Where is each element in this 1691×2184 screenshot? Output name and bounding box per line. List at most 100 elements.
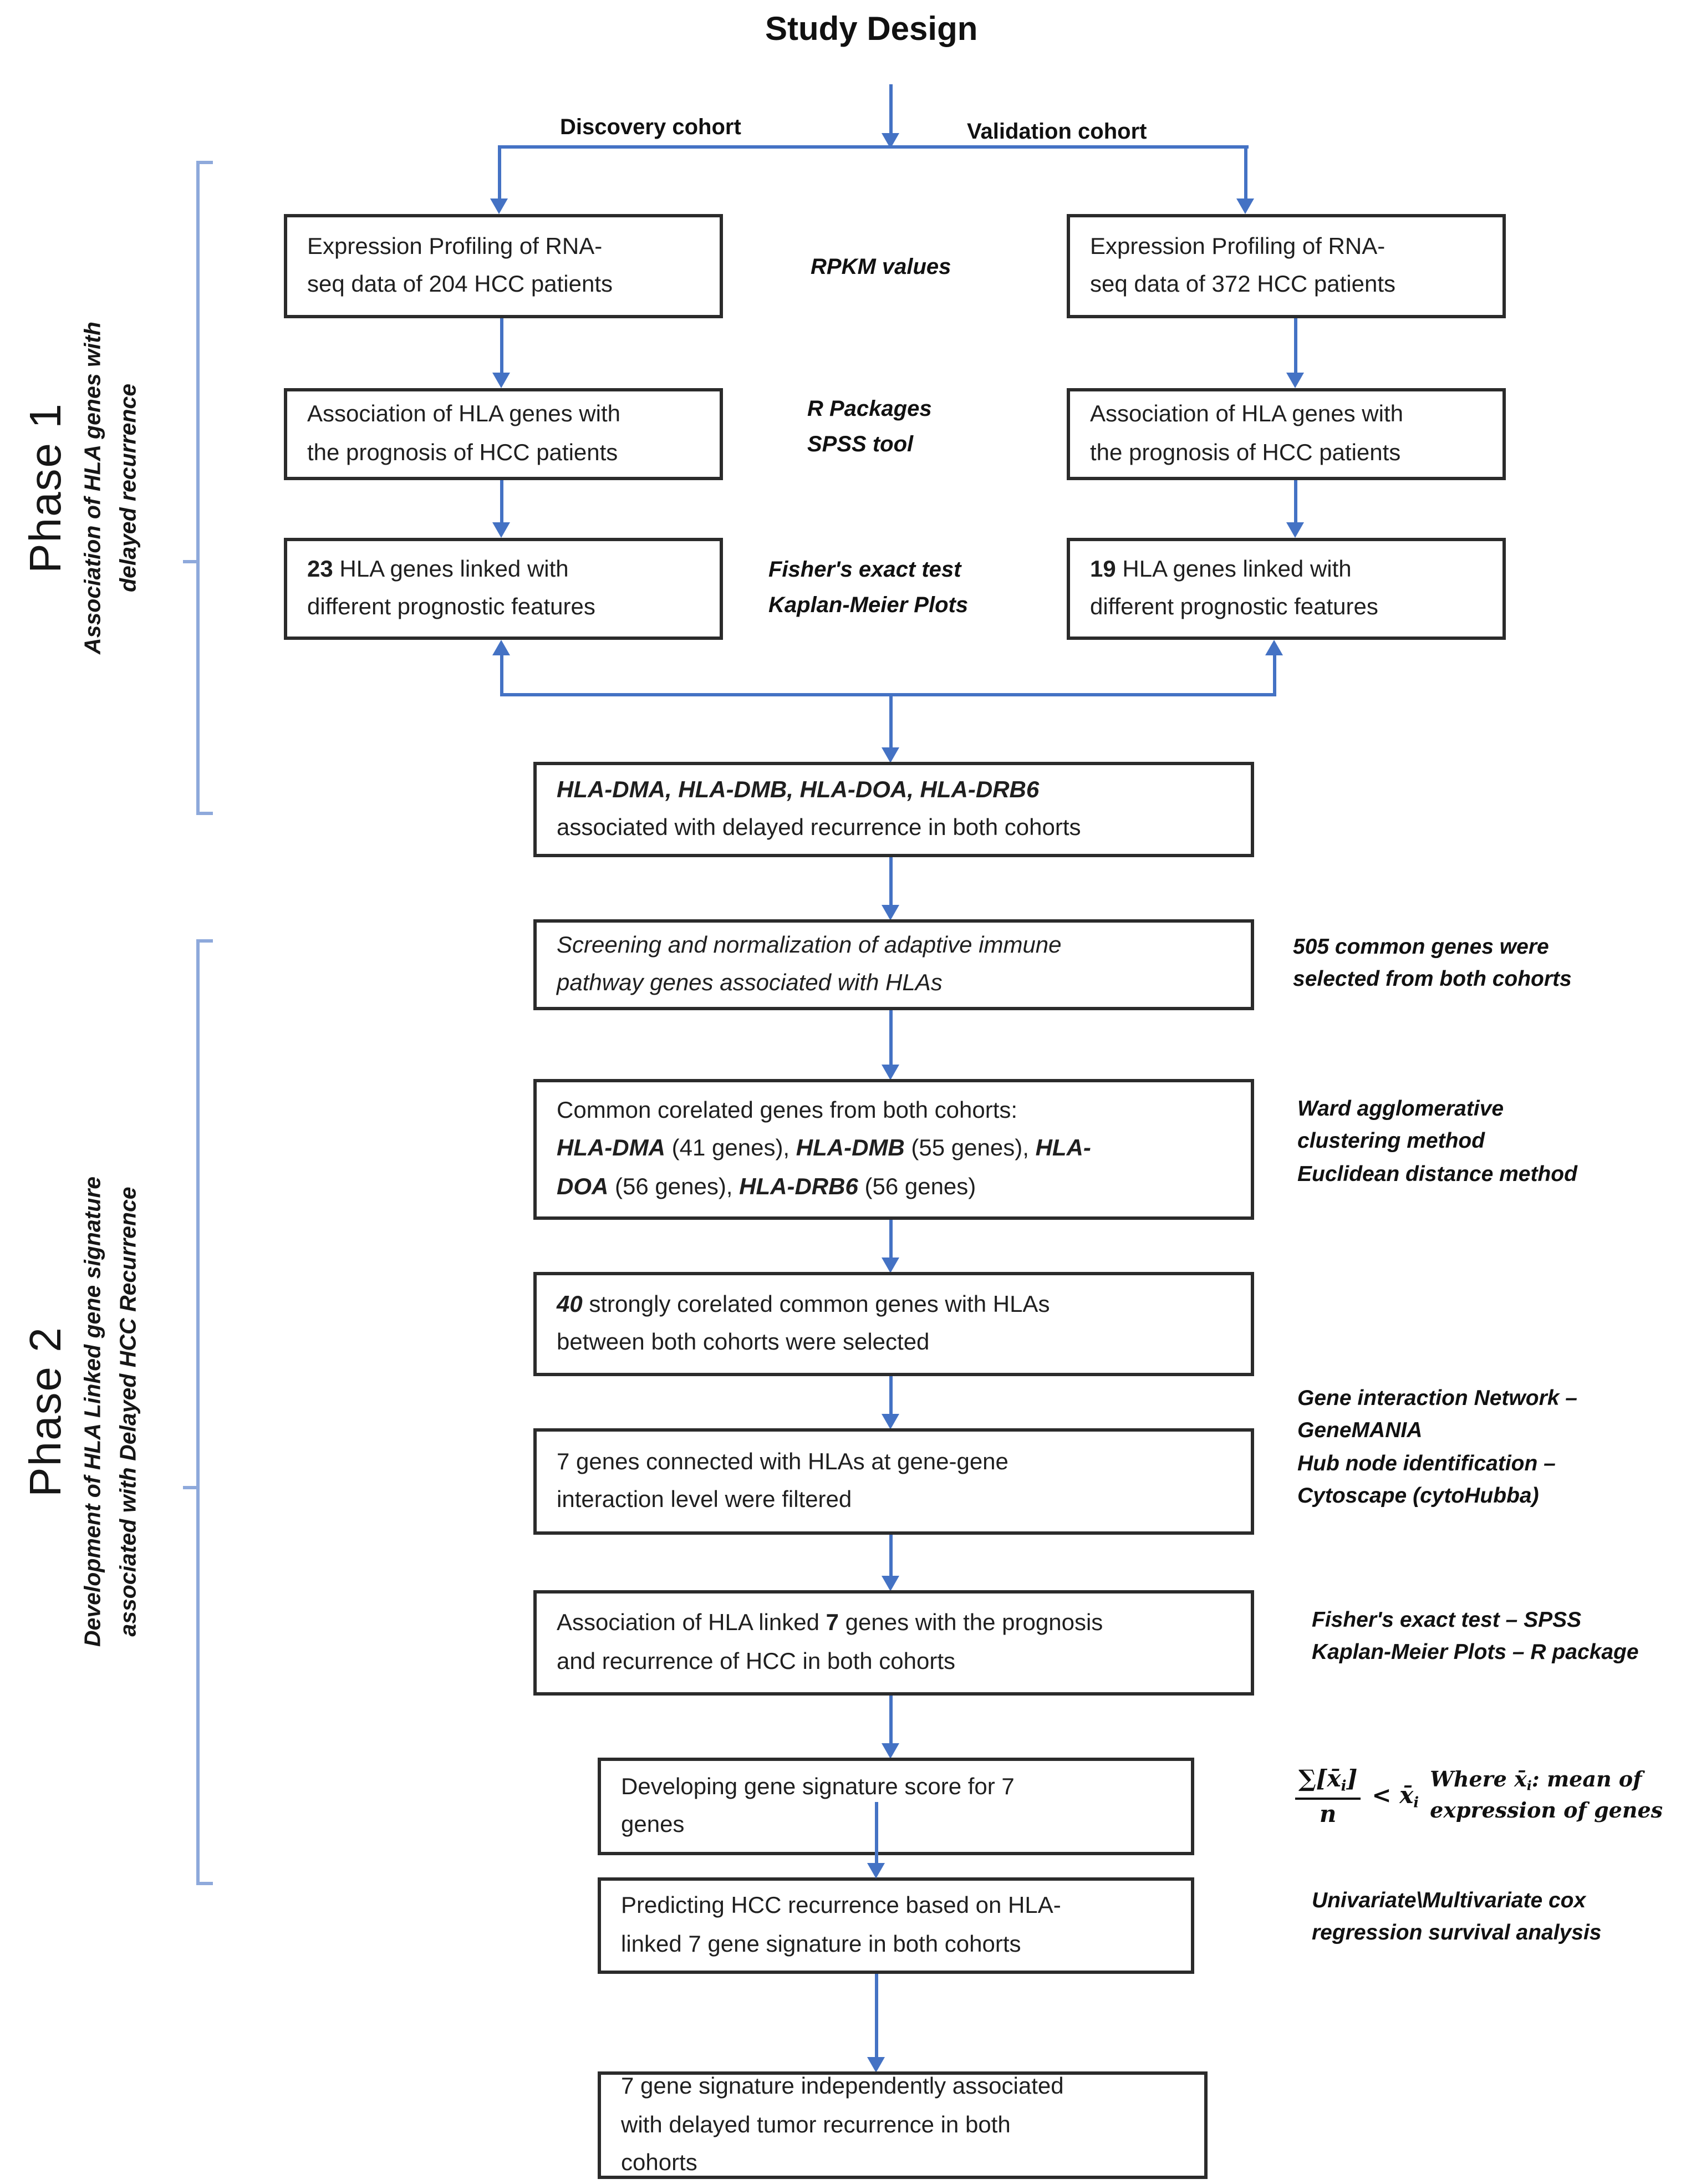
phase1-bracket-tick [183, 560, 196, 563]
box-text: and recurrence of HCC in both cohorts [557, 1648, 956, 1674]
connector-line [1294, 318, 1297, 375]
box-text: Association of HLA linked [557, 1610, 826, 1636]
box-text: with delayed tumor recurrence in both [621, 2112, 1011, 2137]
box-final-conclusion: 7 gene signature independently associate… [598, 2071, 1208, 2179]
formula-note-line: Where x̄i: mean of [1430, 1766, 1663, 1796]
gene-name: HLA- [1035, 1136, 1091, 1162]
connector-line [889, 693, 893, 750]
formula-note: Where x̄i: mean of expression of genes [1430, 1766, 1663, 1827]
phase2-bracket-cap [196, 939, 213, 943]
box-expression-validation: Expression Profiling of RNA- seq data of… [1067, 214, 1506, 318]
annotation-signature-formula: ∑[x̄i] n < x̄i Where x̄i: mean of expres… [1295, 1757, 1663, 1836]
box-text: genes [621, 1812, 685, 1837]
connector-line [889, 1376, 893, 1416]
box-text: Association of HLA linked 7 genes with t… [557, 1605, 1231, 1643]
box-text: associated with delayed recurrence in bo… [557, 815, 1081, 841]
tool-label-line: SPSS tool [807, 432, 914, 457]
phase1-bracket-cap [196, 161, 213, 164]
formula-text: : mean of [1531, 1768, 1642, 1793]
connector-line [500, 318, 503, 375]
phase2-bracket [196, 939, 200, 1885]
box-text: HLA genes linked with [333, 556, 569, 582]
box-text: HLA genes linked with [1116, 556, 1352, 582]
formula-text: ] [1346, 1764, 1358, 1792]
phase1-bracket-cap [196, 812, 213, 815]
connector-line [875, 1974, 878, 2059]
box-text: 7 gene signature independently associate… [621, 2074, 1064, 2100]
box-text: interaction level were filtered [557, 1487, 852, 1513]
gene-name: HLA-DMA [557, 1136, 665, 1162]
arrow-down-icon [1286, 522, 1304, 538]
box-association-7-genes: Association of HLA linked 7 genes with t… [533, 1590, 1254, 1696]
box-common-correlated-genes: Common corelated genes from both cohorts… [533, 1079, 1254, 1220]
annotation-line: clustering method [1297, 1129, 1485, 1154]
arrow-down-icon [882, 1258, 899, 1273]
box-text: between both cohorts were selected [557, 1330, 930, 1355]
arrow-down-icon [867, 2057, 885, 2073]
box-text: seq data of 372 HCC patients [1090, 272, 1396, 297]
box-19-hla-genes: 19 HLA genes linked with different progn… [1067, 538, 1506, 640]
annotation-ward-clustering: Ward agglomerative clustering method Euc… [1297, 1093, 1577, 1191]
box-association-validation: Association of HLA genes with the progno… [1067, 388, 1506, 480]
connector-line [889, 857, 893, 907]
box-text: (41 genes), [665, 1136, 796, 1162]
connector-line [875, 1802, 878, 1865]
annotation-line: regression survival analysis [1312, 1921, 1602, 1946]
arrow-down-icon [490, 198, 508, 214]
connector-line [889, 1535, 893, 1578]
box-predicting-recurrence: Predicting HCC recurrence based on HLA- … [598, 1877, 1194, 1974]
annotation-line: selected from both cohorts [1293, 967, 1572, 992]
box-text: HLA-DMA (41 genes), HLA-DMB (55 genes), … [557, 1131, 1231, 1168]
phase1-bracket [196, 161, 200, 815]
tool-label-r-spss: R Packages SPSS tool [807, 391, 932, 462]
box-text: cohorts [621, 2150, 697, 2176]
annotation-line: Fisher's exact test – SPSS [1312, 1608, 1582, 1632]
annotation-gene-network: Gene interaction Network – GeneMANIA Hub… [1297, 1383, 1577, 1513]
connector-line [500, 480, 503, 525]
box-merged-hla-genes: HLA-DMA, HLA-DMB, HLA-DOA, HLA-DRB6 asso… [533, 762, 1254, 857]
box-text: DOA (56 genes), HLA-DRB6 (56 genes) [557, 1168, 1231, 1206]
connector-line [1294, 480, 1297, 525]
box-text: pathway genes associated with HLAs [557, 970, 943, 996]
connector-line [498, 145, 501, 201]
gene-name: HLA-DRB6 [739, 1174, 858, 1199]
tool-label-rpkm: RPKM values [811, 255, 951, 279]
gene-count: 7 [826, 1610, 839, 1636]
connector-line [500, 654, 503, 696]
box-text: genes with the prognosis [839, 1610, 1103, 1636]
connector-line [1273, 654, 1276, 696]
discovery-cohort-label: Discovery cohort [560, 115, 741, 140]
formula-text: < [1372, 1781, 1392, 1809]
arrow-down-icon [882, 1414, 899, 1429]
annotation-line: Euclidean distance method [1297, 1162, 1577, 1186]
connector-line [500, 693, 1276, 696]
arrow-up-icon [1265, 640, 1283, 655]
annotation-fisher-spss: Fisher's exact test – SPSS Kaplan-Meier … [1312, 1605, 1639, 1669]
arrow-up-icon [492, 640, 510, 655]
phase1-sublabel: Association of HLA genes with delayed re… [75, 322, 146, 654]
box-text: Expression Profiling of RNA- [307, 233, 603, 259]
gene-name: DOA [557, 1174, 609, 1199]
box-text: HLA-DMA, HLA-DMB, HLA-DOA, HLA-DRB6 [557, 777, 1040, 803]
phase1-sublabel-line: delayed recurrence [115, 383, 141, 593]
formula-text: x̄ [1399, 1781, 1414, 1809]
formula-relation: < x̄i [1372, 1781, 1419, 1811]
box-text: linked 7 gene signature in both cohorts [621, 1931, 1021, 1957]
annotation-line: 505 common genes were [1293, 935, 1549, 959]
arrow-down-icon [867, 1863, 885, 1878]
page-title: Study Design [765, 11, 978, 48]
phase2-sublabel: Development of HLA Linked gene signature… [75, 1177, 146, 1647]
annotation-line: Ward agglomerative [1297, 1097, 1504, 1121]
annotation-line: Hub node identification – [1297, 1451, 1556, 1475]
formula-text: ∑[x̄ [1298, 1764, 1341, 1792]
annotation-line: Univariate\Multivariate cox [1312, 1888, 1586, 1913]
connector-line [889, 1010, 893, 1067]
arrow-down-icon [1286, 373, 1304, 388]
connector-line [889, 1696, 893, 1745]
phase2-sublabel-line: Development of HLA Linked gene signature [80, 1176, 106, 1647]
box-text: (56 genes) [858, 1174, 976, 1199]
box-text: 19 HLA genes linked with [1090, 551, 1483, 589]
box-text: Predicting HCC recurrence based on HLA- [621, 1893, 1061, 1919]
box-text: 7 genes connected with HLAs at gene-gene [557, 1449, 1009, 1475]
